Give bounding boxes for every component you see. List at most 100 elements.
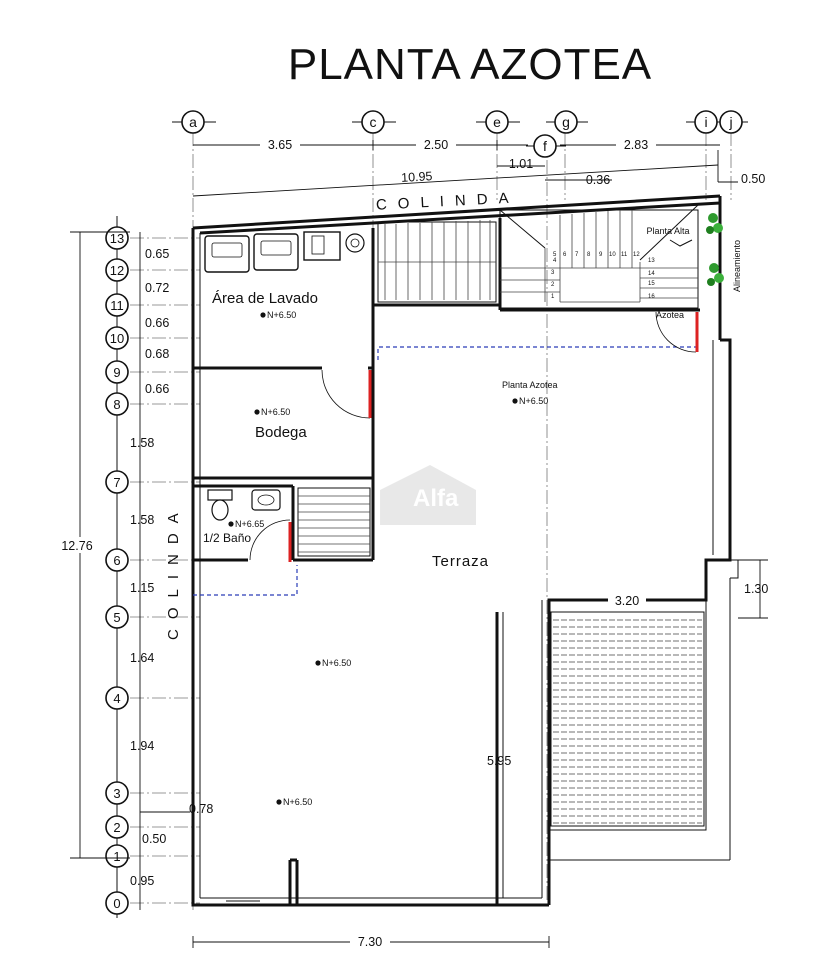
- room-bano: 1/2 Baño: [203, 531, 251, 545]
- room-bodega: Bodega: [255, 424, 307, 441]
- dim-left-1-64: 1.64: [130, 651, 154, 665]
- dim-left-1-94: 1.94: [130, 739, 154, 753]
- column-bubbles: a c e g f i j: [172, 110, 748, 158]
- row-bubbles: 13 12 11 10 9 8 7 6 5 4 3 2 1 0: [105, 216, 129, 918]
- stair-step-4: 4: [553, 258, 557, 264]
- dim-left-0-65: 0.65: [145, 247, 169, 261]
- col-label-c: c: [370, 114, 377, 130]
- stair-bath: [297, 487, 371, 557]
- dim-top-0-50: 0.50: [741, 172, 765, 186]
- stair-step-3: 3: [551, 270, 555, 276]
- level-lavado: N+6.50: [267, 310, 296, 320]
- level-bano: N+6.65: [235, 519, 264, 529]
- row-label-8: 8: [113, 397, 120, 412]
- stair-step-12: 12: [633, 252, 640, 258]
- stair-step-1: 1: [551, 294, 555, 300]
- col-label-e: e: [493, 114, 501, 130]
- sink-icon: [303, 231, 341, 261]
- level-terraza-1: N+6.50: [322, 658, 351, 668]
- left-dimensions: 12.76 0.65 0.72 0.66 0.68 0.66 1.58 1.58…: [56, 231, 213, 910]
- stair-step-10: 10: [609, 252, 616, 258]
- dim-left-1-58-b: 1.58: [130, 513, 154, 527]
- row-axes: [130, 237, 200, 904]
- dim-left-0-50: 0.50: [142, 832, 166, 846]
- dim-top-0-36: 0.36: [586, 173, 610, 187]
- plants-icon: [706, 213, 724, 286]
- col-label-g: g: [562, 114, 570, 130]
- level-marks: N+6.50 N+6.50 N+6.65 N+6.50 N+6.50 N+6.5…: [228, 310, 548, 807]
- row-label-10: 10: [110, 331, 124, 346]
- stair-step-11: 11: [621, 252, 628, 258]
- level-bodega: N+6.50: [261, 407, 290, 417]
- watermark-logo: Alfa: [380, 465, 476, 525]
- room-terraza: Terraza: [432, 553, 489, 570]
- toilet-icon: [207, 489, 233, 501]
- top-dimensions: 3.65 2.50 2.83 1.01 0.36 10.95 0.50: [192, 137, 765, 197]
- label-alineamiento: Alineamiento: [732, 240, 742, 292]
- stair-step-6: 6: [563, 252, 567, 258]
- row-label-9: 9: [113, 365, 120, 380]
- stair-bottom-right: [550, 611, 705, 827]
- stair-step-16: 16: [648, 294, 655, 300]
- dim-left-0-72: 0.72: [145, 281, 169, 295]
- stair-top-right: 1 2 3 4 5 6 7 8 9 10 11 12 13 14 15 16 P…: [499, 204, 699, 320]
- row-label-6: 6: [113, 553, 120, 568]
- level-terraza-2: N+6.50: [283, 797, 312, 807]
- dim-top-2-50: 2.50: [424, 138, 448, 152]
- row-label-5: 5: [113, 610, 120, 625]
- dim-depth-5-95: 5.95: [487, 754, 511, 768]
- laundry-appliances: [204, 231, 365, 273]
- dim-top-10-95: 10.95: [401, 169, 433, 185]
- dim-left-0-66-b: 0.66: [145, 382, 169, 396]
- row-label-2: 2: [113, 820, 120, 835]
- room-lavado: Área de Lavado: [212, 290, 318, 307]
- col-label-a: a: [189, 114, 197, 130]
- dim-width-7-30: 7.30: [358, 935, 382, 949]
- washbasin-icon: [251, 489, 281, 511]
- col-label-j: j: [728, 114, 732, 130]
- dryer-icon: [253, 233, 299, 271]
- stair-step-2: 2: [551, 282, 555, 288]
- stair-step-9: 9: [599, 252, 603, 258]
- watermark-text: Alfa: [413, 485, 459, 512]
- stair-step-14: 14: [648, 271, 655, 277]
- dim-patio-1-30: 1.30: [744, 582, 768, 596]
- row-label-7: 7: [113, 475, 120, 490]
- stair-step-5: 5: [553, 252, 557, 258]
- stair-step-15: 15: [648, 281, 655, 287]
- stair-step-8: 8: [587, 252, 591, 258]
- label-planta-alta: Planta Alta: [646, 226, 689, 236]
- label-azotea: Azotea: [656, 310, 684, 320]
- col-label-i: i: [704, 114, 707, 130]
- dim-top-1-01: 1.01: [509, 157, 533, 171]
- stair-step-13: 13: [648, 258, 655, 264]
- row-label-11: 11: [110, 298, 124, 313]
- roof-edge-dashed: [377, 346, 700, 360]
- washer-icon: [204, 235, 250, 273]
- bottom-dimensions: 7.30 3.20 1.30 5.95: [192, 559, 768, 949]
- dim-total-height: 12.76: [61, 539, 92, 553]
- dim-left-0-78: 0.78: [189, 802, 213, 816]
- stair-arrow-icon: [669, 239, 693, 247]
- dim-left-0-68: 0.68: [145, 347, 169, 361]
- level-planta-azotea: N+6.50: [519, 396, 548, 406]
- dim-patio-3-20: 3.20: [615, 594, 639, 608]
- row-label-12: 12: [110, 263, 124, 278]
- dim-top-2-83: 2.83: [624, 138, 648, 152]
- stair-step-7: 7: [575, 252, 579, 258]
- row-label-13: 13: [110, 231, 124, 246]
- row-label-1: 1: [113, 849, 120, 864]
- stair-top-middle: [377, 220, 497, 303]
- row-label-4: 4: [113, 691, 120, 706]
- dim-top-3-65: 3.65: [268, 138, 292, 152]
- room-planta-azotea: Planta Azotea: [502, 380, 558, 390]
- doors: [249, 311, 699, 562]
- dim-left-1-58-a: 1.58: [130, 436, 154, 450]
- dim-left-0-66-a: 0.66: [145, 316, 169, 330]
- row-label-3: 3: [113, 786, 120, 801]
- colinda-left: COLINDA: [165, 503, 182, 640]
- dim-left-1-15: 1.15: [130, 581, 154, 595]
- dim-left-0-95: 0.95: [130, 874, 154, 888]
- row-label-0: 0: [113, 896, 120, 911]
